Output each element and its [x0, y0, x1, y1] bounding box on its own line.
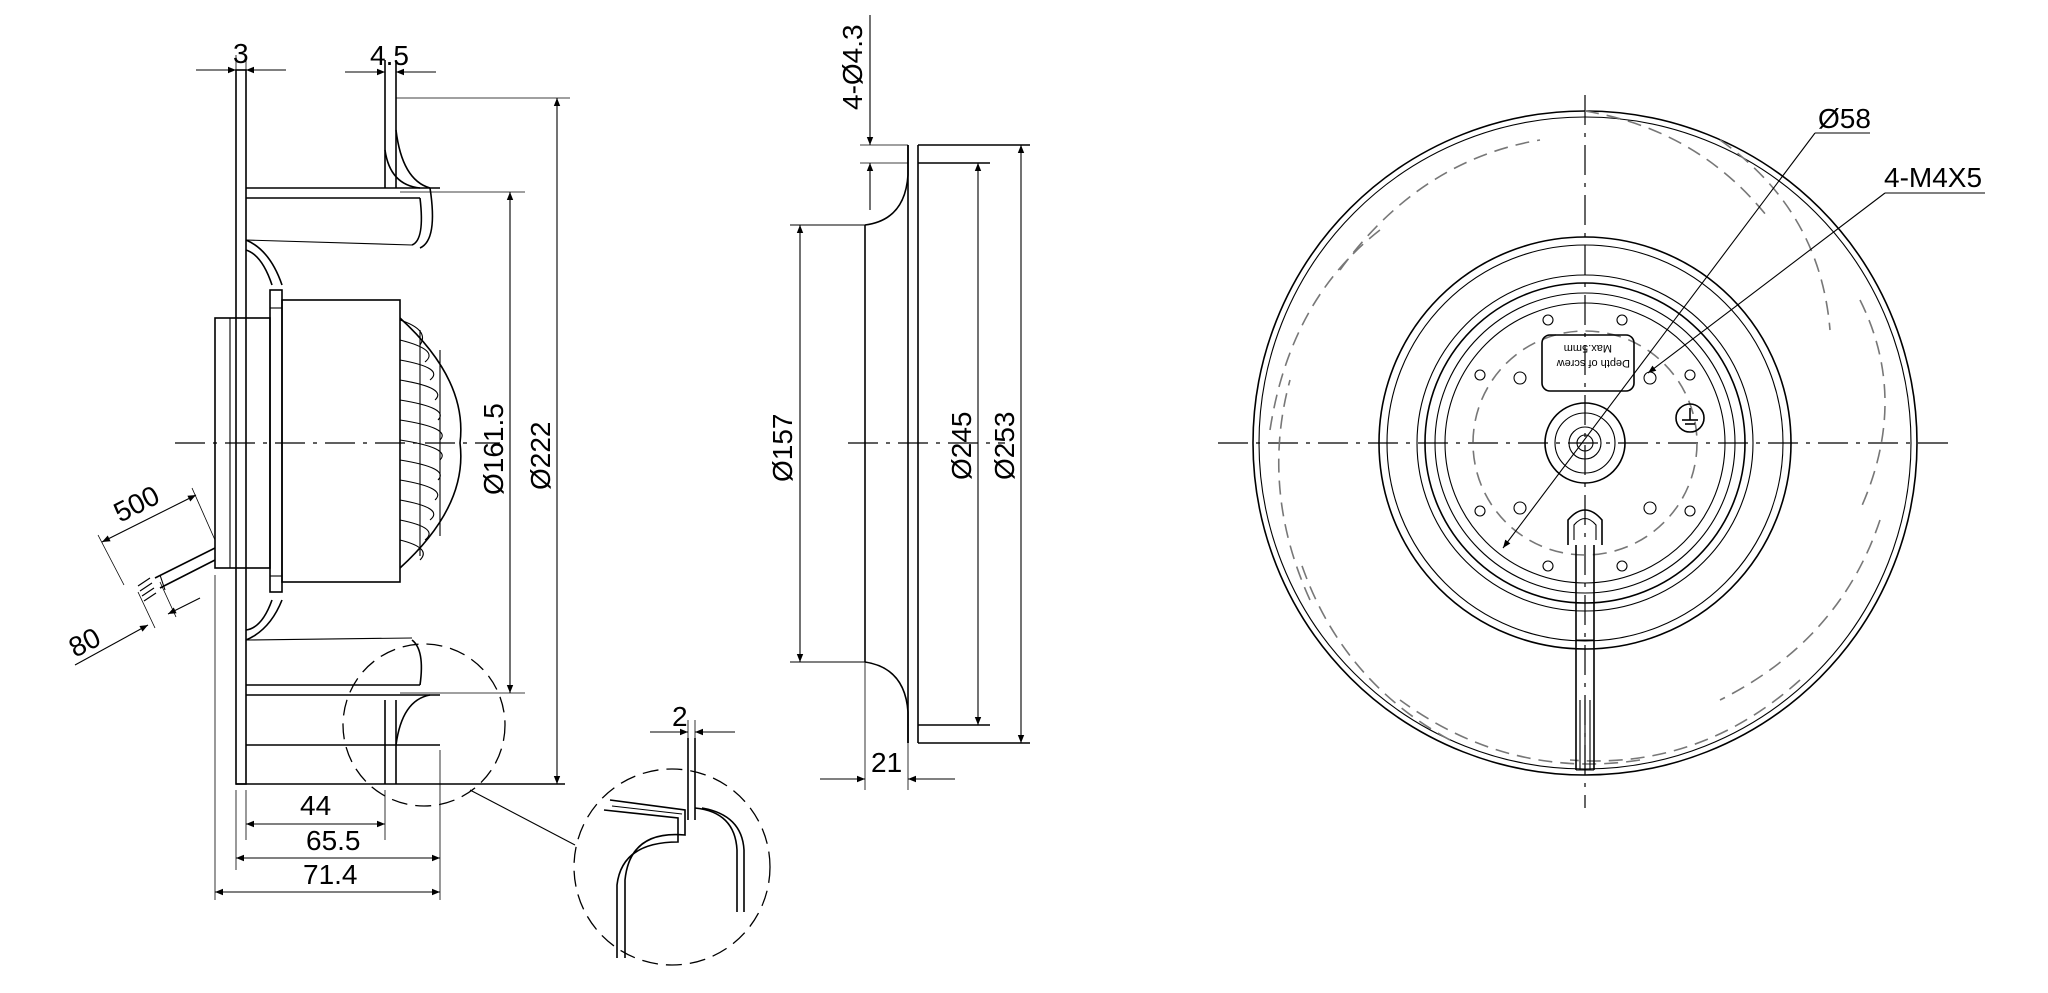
- cable: [137, 547, 216, 602]
- inlet-ring-dimensions: Ø157 Ø245 Ø253 4-Ø4.3 21: [767, 15, 1025, 783]
- label-line1: Depth of screw: [1557, 357, 1630, 369]
- dim-71-4: 71.4: [303, 859, 358, 890]
- dim-21: 21: [871, 747, 902, 778]
- detail-callout: 2: [342, 643, 771, 966]
- dim-44: 44: [300, 790, 331, 821]
- dim-dia-161-5: Ø161.5: [478, 403, 509, 495]
- dim-detail-2: 2: [672, 701, 688, 732]
- label-line2: Max.5mm: [1564, 342, 1612, 354]
- dim-4-m4x5: 4-M4X5: [1884, 162, 1982, 193]
- dim-65-5: 65.5: [306, 825, 361, 856]
- front-view: Depth of screw Max.5mm Ø58 4-M4X5: [1218, 95, 1985, 808]
- side-view: [137, 55, 570, 785]
- motor-fins: [399, 317, 462, 569]
- bolt-holes: [1474, 314, 1696, 572]
- dim-80: 80: [64, 622, 106, 664]
- inlet-ring-view: [790, 144, 1030, 790]
- dim-500: 500: [109, 480, 165, 529]
- dim-dia-253: Ø253: [989, 412, 1020, 481]
- side-dimensions: 3 4.5 Ø161.5 Ø222 44 65.5 71.4 500: [64, 38, 561, 900]
- ground-symbol-icon: [1675, 403, 1705, 433]
- dim-dia-58: Ø58: [1818, 103, 1871, 134]
- dim-dia-157: Ø157: [767, 414, 798, 483]
- dim-dia-222: Ø222: [525, 422, 556, 491]
- cable-exit: [1567, 509, 1603, 771]
- blades: [1269, 110, 1886, 765]
- dim-3: 3: [233, 38, 249, 69]
- depth-label-plate: Depth of screw Max.5mm: [1541, 334, 1635, 392]
- dim-4-5: 4.5: [370, 40, 409, 71]
- dim-holes-4-4-3: 4-Ø4.3: [837, 24, 868, 110]
- dim-dia-245: Ø245: [946, 412, 977, 481]
